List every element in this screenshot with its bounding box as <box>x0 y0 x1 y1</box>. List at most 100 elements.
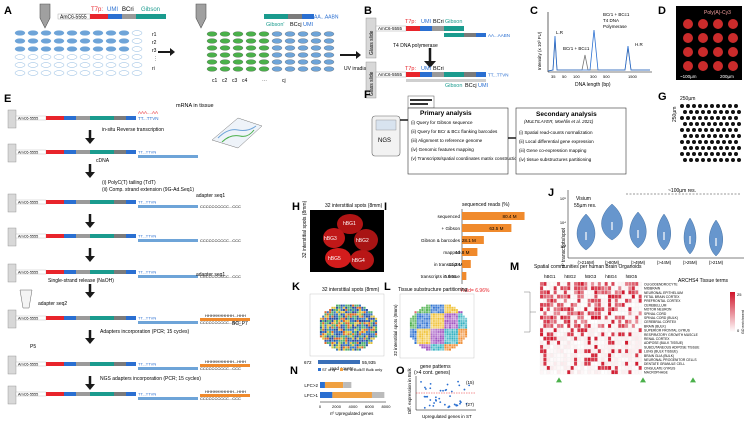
l-spot <box>430 315 433 318</box>
k-spot <box>326 328 329 331</box>
gibson-comp-block <box>264 14 288 19</box>
m-cell <box>624 332 629 337</box>
m-cell <box>614 290 618 295</box>
k-spot <box>375 324 378 327</box>
m-cell <box>587 294 591 299</box>
k-spot <box>333 331 336 333</box>
m-cell <box>618 294 622 299</box>
cdna-strand <box>138 155 198 158</box>
l-spot <box>421 311 424 314</box>
k-spot <box>338 322 341 325</box>
k-spot <box>331 313 334 316</box>
polyt-label: TT...TTVN <box>138 200 156 205</box>
m-cell <box>624 307 629 312</box>
m-cell <box>584 286 588 291</box>
m-cell <box>556 281 561 286</box>
m-cell <box>560 319 564 324</box>
panel-label-g: G <box>658 91 667 103</box>
m-cell <box>618 357 622 362</box>
l-spot <box>409 322 412 325</box>
m-cell <box>604 290 608 295</box>
spot <box>92 54 104 60</box>
l-spot <box>421 322 424 325</box>
l-spot <box>455 342 458 344</box>
l-spot <box>428 333 431 336</box>
k-spot <box>361 331 364 333</box>
k-spot <box>319 328 322 331</box>
spot <box>232 52 244 58</box>
l-spot <box>421 337 424 340</box>
m-cell <box>570 361 574 366</box>
l-spot <box>444 328 447 331</box>
o-point <box>434 399 437 401</box>
k-spot <box>338 313 341 316</box>
o-point <box>428 404 431 407</box>
m-cell <box>567 315 571 320</box>
array-dot <box>722 104 726 108</box>
o-point <box>459 401 462 404</box>
l-spot <box>444 324 447 327</box>
m-cell <box>550 365 554 370</box>
array-dot <box>716 152 720 156</box>
l-spot <box>409 324 412 327</box>
m-cell <box>553 370 557 375</box>
cy3-spot <box>683 33 693 43</box>
m-cell <box>628 319 632 324</box>
m-cell <box>584 328 588 333</box>
oligo-segment <box>114 362 126 366</box>
cy3-spot <box>683 61 693 71</box>
j-violins: (>216M)(>80M)(>49M)(>44M)(>25M)(>21M)10⁵… <box>560 196 724 265</box>
amc6-label: AmC6-5555 <box>18 270 38 274</box>
oligo-segment <box>114 316 126 320</box>
n-tick-label: 4000 <box>349 404 359 409</box>
k-spot <box>333 328 336 331</box>
umi2-block <box>302 14 314 19</box>
l-spot <box>426 320 428 322</box>
o-point <box>424 386 426 389</box>
spot <box>66 38 78 44</box>
spot <box>206 38 218 44</box>
m-cell <box>539 319 544 324</box>
o-point <box>444 389 447 392</box>
m-cell <box>543 340 547 345</box>
l-spot <box>419 324 422 327</box>
spot <box>92 38 104 44</box>
m-cell <box>611 328 615 333</box>
m-term-label: MACROPHAGE <box>644 371 669 375</box>
k-spot <box>347 304 350 307</box>
ccc-label: CCCCCCCCCC...CCC <box>200 320 241 325</box>
m-group-label: hBG1 <box>544 274 556 279</box>
array-dot <box>731 146 735 150</box>
umi-label: UMI <box>421 19 432 25</box>
m-cell <box>604 332 608 337</box>
k-spot <box>329 333 332 336</box>
cdna-strand <box>138 275 198 278</box>
k-spot <box>340 326 343 329</box>
o-point <box>459 402 461 405</box>
oligo-segment <box>126 200 136 204</box>
m-cell <box>621 340 625 345</box>
l-spot <box>430 344 433 347</box>
array-dot <box>728 140 732 144</box>
m-cell <box>611 370 615 375</box>
spot <box>206 52 218 58</box>
k-spot <box>340 344 343 347</box>
m-cell <box>624 294 629 299</box>
k-spot <box>359 313 361 316</box>
l-spot <box>437 331 440 333</box>
k-spot <box>347 322 350 325</box>
array-dot <box>728 128 732 132</box>
l-spot <box>416 331 419 333</box>
m-cell <box>597 361 601 366</box>
k-spot <box>352 328 355 331</box>
l-spot <box>432 320 435 322</box>
spot <box>105 30 117 36</box>
arrow-head <box>85 138 95 144</box>
m-cell <box>570 336 574 341</box>
m-cell <box>550 281 554 286</box>
k-spot <box>356 342 359 344</box>
k-spot <box>349 313 352 316</box>
d-scale-1: ~100µm <box>680 74 697 79</box>
l-spot <box>449 333 451 336</box>
